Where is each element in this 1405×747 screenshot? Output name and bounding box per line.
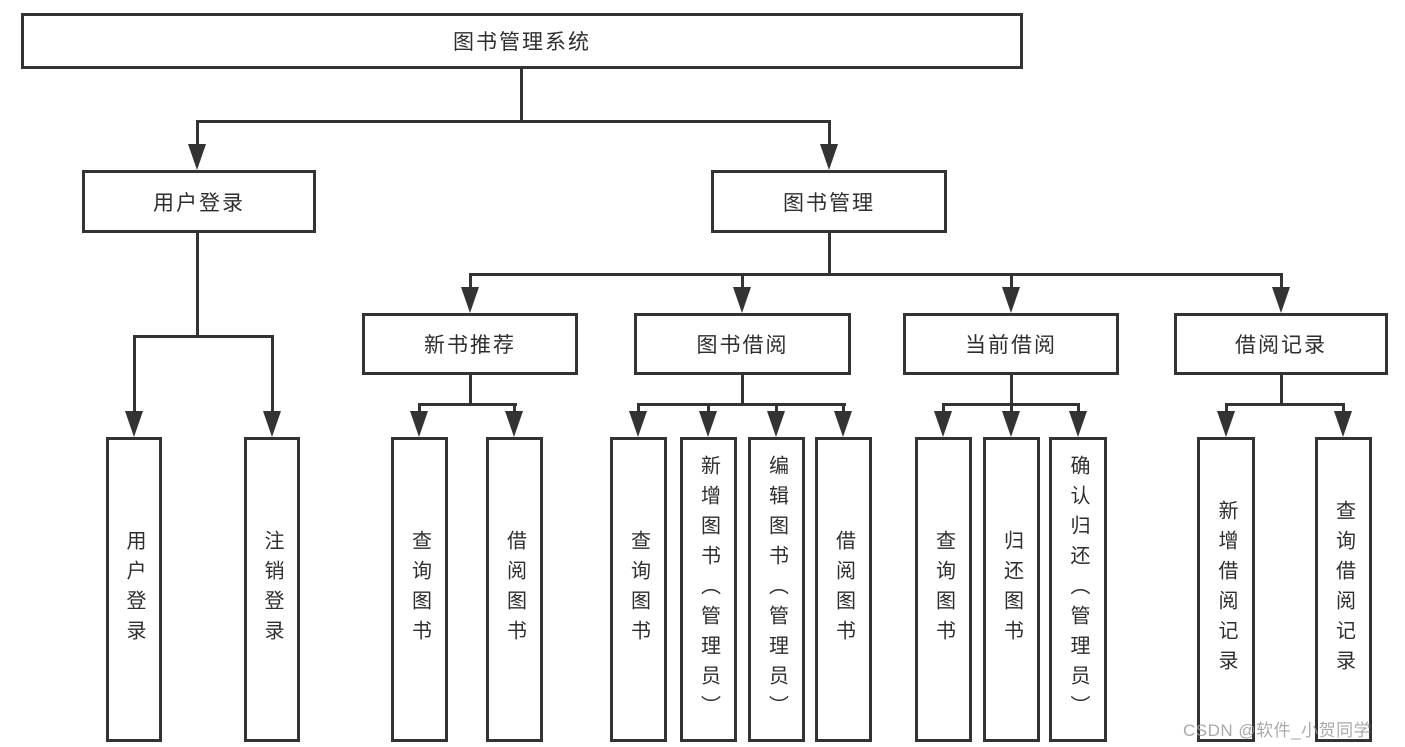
leaf-query-books-borrowing: 查询图书 <box>610 437 667 742</box>
leaf-edit-book-admin: 编辑图书（管理员） <box>748 437 805 742</box>
arrow-down-icon <box>505 411 523 437</box>
leaf-user-login: 用户登录 <box>106 437 162 742</box>
node-label: 图书管理 <box>783 191 875 215</box>
connector-line <box>469 273 472 290</box>
node-root-system: 图书管理系统 <box>21 13 1023 69</box>
node-label: 用户登录 <box>153 191 245 215</box>
leaf-label: 注销登录 <box>261 529 283 650</box>
leaf-label: 编辑图书（管理员） <box>765 454 788 725</box>
node-label: 当前借阅 <box>965 334 1057 357</box>
leaf-label: 查询图书 <box>408 529 431 650</box>
connector-line <box>1225 403 1345 406</box>
connector-line <box>828 120 831 148</box>
connector-line <box>1010 273 1013 290</box>
node-label: 图书借阅 <box>696 334 789 357</box>
node-current-borrowing: 当前借阅 <box>903 313 1119 375</box>
node-borrowing-records: 借阅记录 <box>1174 313 1388 375</box>
connector-line <box>133 335 274 338</box>
leaf-query-books-recommend: 查询图书 <box>391 437 448 742</box>
leaf-label: 查询图书 <box>932 529 955 650</box>
arrow-down-icon <box>699 411 717 437</box>
leaf-logout: 注销登录 <box>244 437 300 742</box>
connector-line <box>1010 375 1013 406</box>
leaf-return-book: 归还图书 <box>983 437 1040 742</box>
connector-line <box>133 335 136 415</box>
leaf-label: 借阅图书 <box>832 529 855 650</box>
node-label: 新书推荐 <box>424 334 516 357</box>
connector-line <box>637 403 846 406</box>
arrow-down-icon <box>1217 411 1235 437</box>
node-new-book-recommend: 新书推荐 <box>362 313 578 375</box>
connector-line <box>1342 403 1345 414</box>
leaf-borrow-books-recommend: 借阅图书 <box>486 437 543 742</box>
connector-line <box>842 403 845 414</box>
connector-line <box>520 68 523 123</box>
leaf-label: 用户登录 <box>123 529 145 650</box>
leaf-borrow-books: 借阅图书 <box>815 437 872 742</box>
connector-line <box>741 375 744 406</box>
connector-line <box>775 403 778 414</box>
arrow-down-icon <box>410 411 428 437</box>
node-user-login: 用户登录 <box>82 170 316 233</box>
connector-line <box>828 233 831 276</box>
arrow-down-icon <box>820 144 838 170</box>
connector-line <box>271 335 274 415</box>
node-book-management: 图书管理 <box>711 170 947 233</box>
leaf-label: 新增借阅记录 <box>1215 499 1237 680</box>
connector-line <box>741 273 744 290</box>
arrow-down-icon <box>263 411 281 437</box>
arrow-down-icon <box>1002 287 1020 313</box>
arrow-down-icon <box>629 411 647 437</box>
connector-line <box>942 403 945 414</box>
leaf-label: 查询借阅记录 <box>1332 499 1355 680</box>
watermark: CSDN @软件_小贺同学 <box>1183 721 1372 740</box>
connector-line <box>1225 403 1228 414</box>
arrow-down-icon <box>934 411 952 437</box>
arrow-down-icon <box>188 144 206 170</box>
arrow-down-icon <box>1002 411 1020 437</box>
connector-line <box>1077 403 1080 414</box>
leaf-add-book-admin: 新增图书（管理员） <box>680 437 737 742</box>
leaf-label: 确认归还（管理员） <box>1067 454 1089 725</box>
connector-line <box>196 120 831 123</box>
leaf-label: 查询图书 <box>627 529 650 650</box>
leaf-label: 借阅图书 <box>503 529 526 650</box>
leaf-query-books-current: 查询图书 <box>915 437 972 742</box>
connector-line <box>1280 375 1283 406</box>
arrow-down-icon <box>461 287 479 313</box>
arrow-down-icon <box>1069 411 1087 437</box>
arrow-down-icon <box>767 411 785 437</box>
leaf-label: 归还图书 <box>1000 529 1023 650</box>
arrow-down-icon <box>733 287 751 313</box>
connector-line <box>1010 403 1013 414</box>
connector-line <box>1280 273 1283 290</box>
connector-line <box>513 403 516 414</box>
leaf-add-borrow-record: 新增借阅记录 <box>1197 437 1255 742</box>
node-book-borrowing: 图书借阅 <box>634 313 851 375</box>
leaf-query-borrow-record: 查询借阅记录 <box>1315 437 1372 742</box>
connector-line <box>637 403 640 414</box>
arrow-down-icon <box>834 411 852 437</box>
connector-line <box>418 403 421 414</box>
arrow-down-icon <box>1272 287 1290 313</box>
connector-line <box>469 273 1283 276</box>
node-label: 图书管理系统 <box>453 31 591 54</box>
arrow-down-icon <box>125 411 143 437</box>
connector-line <box>469 375 472 406</box>
connector-line <box>196 120 199 148</box>
node-label: 借阅记录 <box>1235 334 1327 357</box>
connector-line <box>196 233 199 338</box>
leaf-label: 新增图书（管理员） <box>697 454 720 725</box>
leaf-confirm-return-admin: 确认归还（管理员） <box>1049 437 1107 742</box>
connector-line <box>707 403 710 414</box>
connector-line <box>418 403 517 406</box>
arrow-down-icon <box>1334 411 1352 437</box>
